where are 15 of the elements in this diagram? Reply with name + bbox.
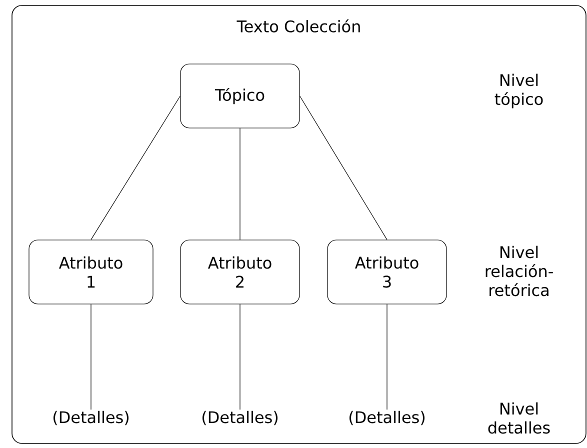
detail-text: (Detalles) bbox=[202, 410, 278, 426]
connector-line bbox=[300, 96, 388, 240]
rounded-box: Atributo 1 bbox=[28, 240, 154, 304]
level-label: Nivel tópico bbox=[494, 74, 543, 108]
detail-text: (Detalles) bbox=[53, 410, 129, 426]
connector-line bbox=[90, 96, 180, 240]
rounded-box: Atributo 3 bbox=[327, 240, 447, 304]
rounded-box: Atributo 2 bbox=[180, 240, 300, 304]
rounded-box: Tópico bbox=[180, 64, 300, 128]
level-label: Nivel relación-retórica bbox=[486, 246, 553, 296]
connector-line bbox=[386, 304, 388, 410]
level-label: Nivel detalles bbox=[488, 402, 550, 434]
connector-line bbox=[90, 304, 92, 410]
detail-text: (Detalles) bbox=[349, 410, 425, 426]
title: Texto Colección bbox=[236, 19, 360, 32]
